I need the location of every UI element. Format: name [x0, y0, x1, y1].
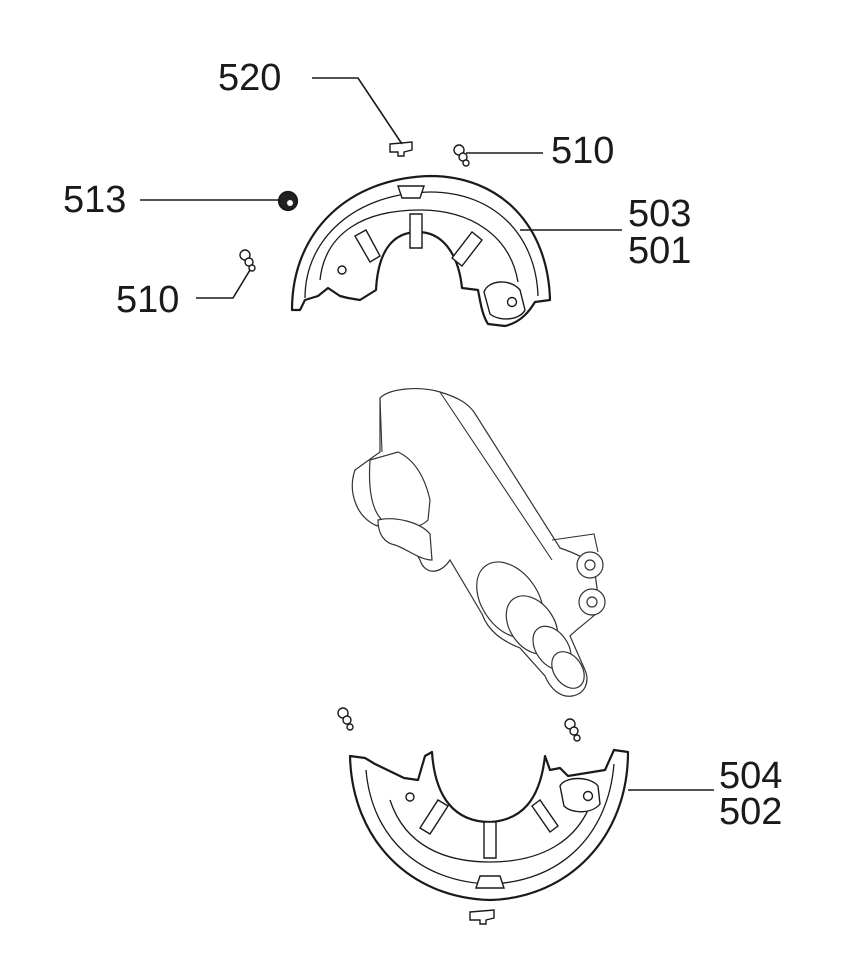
lower-backing-plate — [348, 748, 630, 902]
leader-510-left — [196, 269, 251, 299]
callout-520: 520 — [218, 57, 281, 99]
bolt-lower-right — [564, 718, 581, 742]
bolt-part-510-top — [453, 144, 470, 167]
bolt-lower-left — [337, 707, 354, 731]
callout-510-left: 510 — [116, 279, 179, 321]
callout-502: 502 — [719, 791, 782, 833]
nut-part-513 — [277, 190, 299, 212]
clip-lower — [469, 909, 495, 925]
bolt-part-510-left — [239, 249, 256, 272]
axle-knuckle-assembly — [351, 388, 606, 697]
leader-lines — [140, 77, 714, 791]
callout-510-top: 510 — [551, 130, 614, 172]
callout-501: 501 — [628, 230, 691, 272]
callout-513: 513 — [63, 179, 126, 221]
leader-520 — [312, 77, 403, 145]
callout-504: 504 — [719, 755, 782, 797]
callout-503: 503 — [628, 193, 691, 235]
clip-part-520 — [389, 141, 413, 157]
upper-backing-plate — [290, 174, 552, 328]
